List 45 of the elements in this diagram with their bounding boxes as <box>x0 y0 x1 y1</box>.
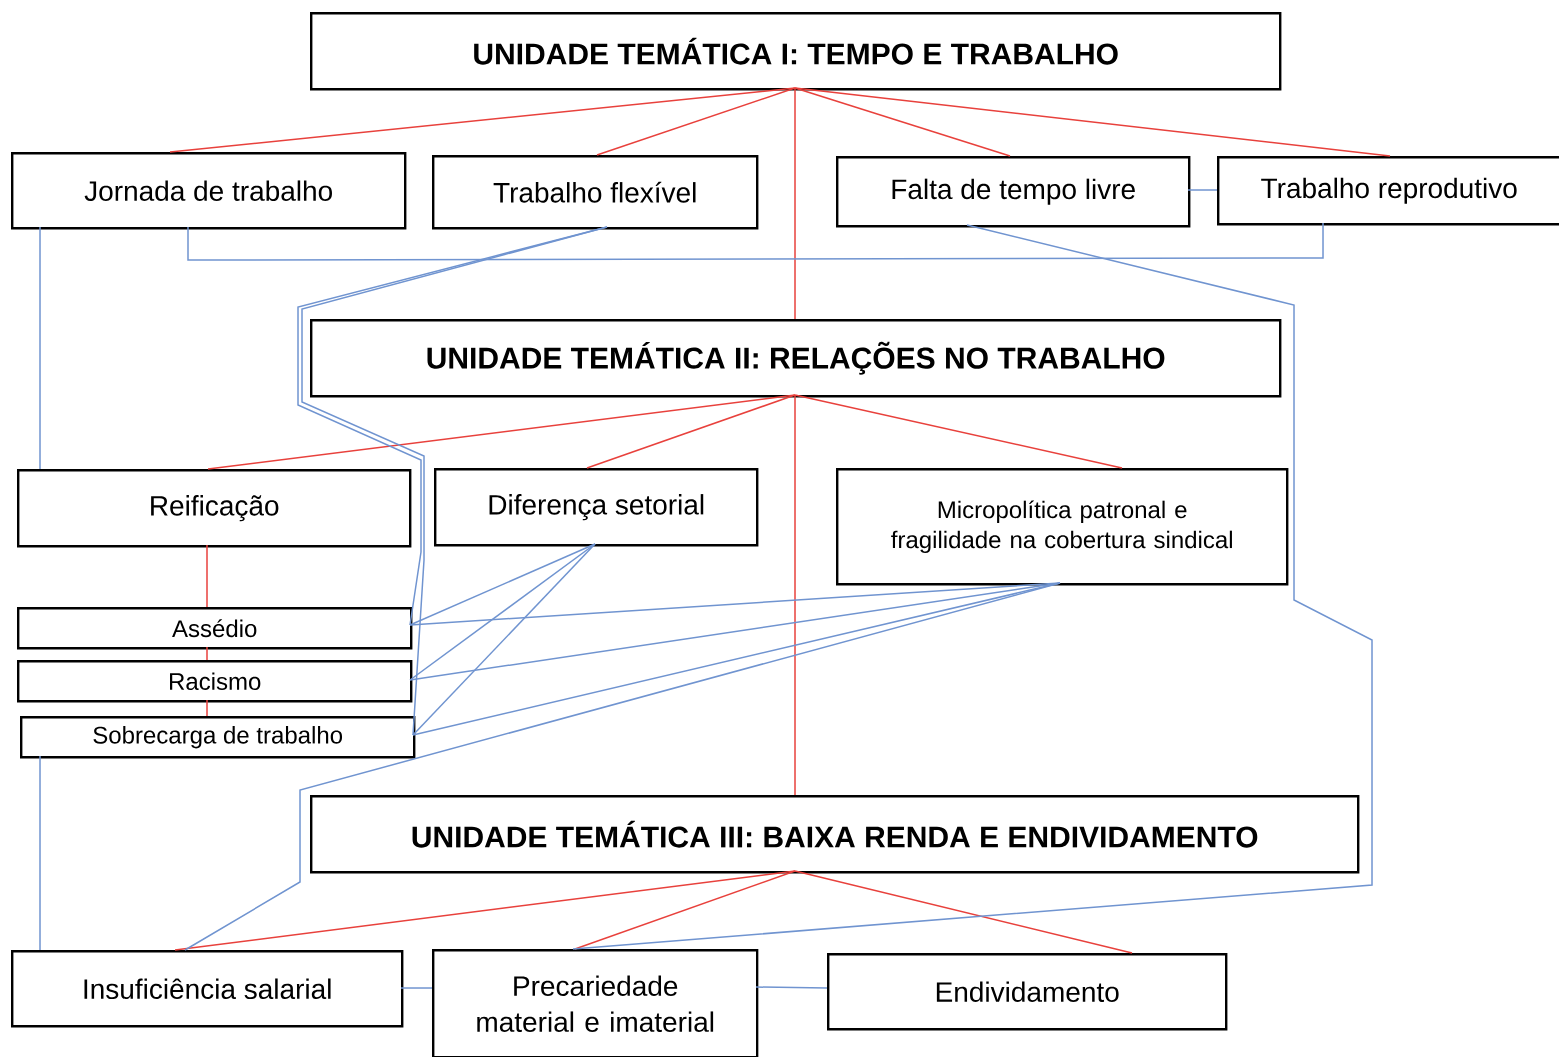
connector-line <box>301 226 608 736</box>
connector-line <box>39 226 41 470</box>
connector-line <box>586 394 796 469</box>
topic-box: Trabalho reprodutivo <box>1217 156 1559 226</box>
connector-line <box>409 543 596 626</box>
connector-line <box>794 87 1011 157</box>
connector-line <box>412 543 596 736</box>
connector-line <box>409 582 1061 626</box>
topic-box: Trabalho flexível <box>432 155 759 230</box>
connector-line <box>169 87 796 153</box>
topic-box: Reificação <box>17 469 412 548</box>
connector-line <box>574 870 796 950</box>
connector-line <box>187 222 1324 261</box>
topic-box: Precariedade material e imaterial <box>432 949 759 1057</box>
heading-box: UNIDADE TEMÁTICA I: TEMPO E TRABALHO <box>310 12 1282 91</box>
connector-line <box>39 755 41 951</box>
topic-box: Micropolítica patronal e fragilidade na cobertura sindical <box>836 468 1289 586</box>
heading-box: UNIDADE TEMÁTICA III: BAIXA RENDA E ENDIVIDAMENTO <box>310 795 1360 874</box>
connector-line <box>1187 189 1218 191</box>
subtopic-box: Assédio <box>17 607 413 650</box>
connector-line <box>794 87 1391 157</box>
connector-line <box>755 986 828 989</box>
connector-line <box>409 543 596 681</box>
subtopic-box: Racismo <box>17 660 413 703</box>
topic-box: Falta de tempo livre <box>836 156 1191 228</box>
topic-box: Endividamento <box>827 953 1228 1031</box>
subtopic-box: Sobrecarga de trabalho <box>20 716 416 759</box>
connector-line <box>207 394 796 470</box>
topic-box: Insuficiência salarial <box>11 950 404 1028</box>
connector-line <box>409 582 1061 681</box>
connector-line <box>572 224 1373 950</box>
topic-box: Diferença setorial <box>434 468 759 547</box>
connector-line <box>400 987 433 989</box>
connector-line <box>206 699 208 717</box>
heading-box: UNIDADE TEMÁTICA II: RELAÇÕES NO TRABALHO <box>310 319 1282 398</box>
connector-line <box>794 394 796 796</box>
topic-box: Jornada de trabalho <box>11 152 407 230</box>
connector-line <box>794 870 1133 954</box>
connector-line <box>794 87 796 320</box>
connector-line <box>206 544 208 608</box>
connector-line <box>794 394 1123 469</box>
connector-line <box>596 87 796 156</box>
connector-line <box>184 582 1061 951</box>
connector-line <box>206 646 208 661</box>
connector-line <box>174 870 796 951</box>
